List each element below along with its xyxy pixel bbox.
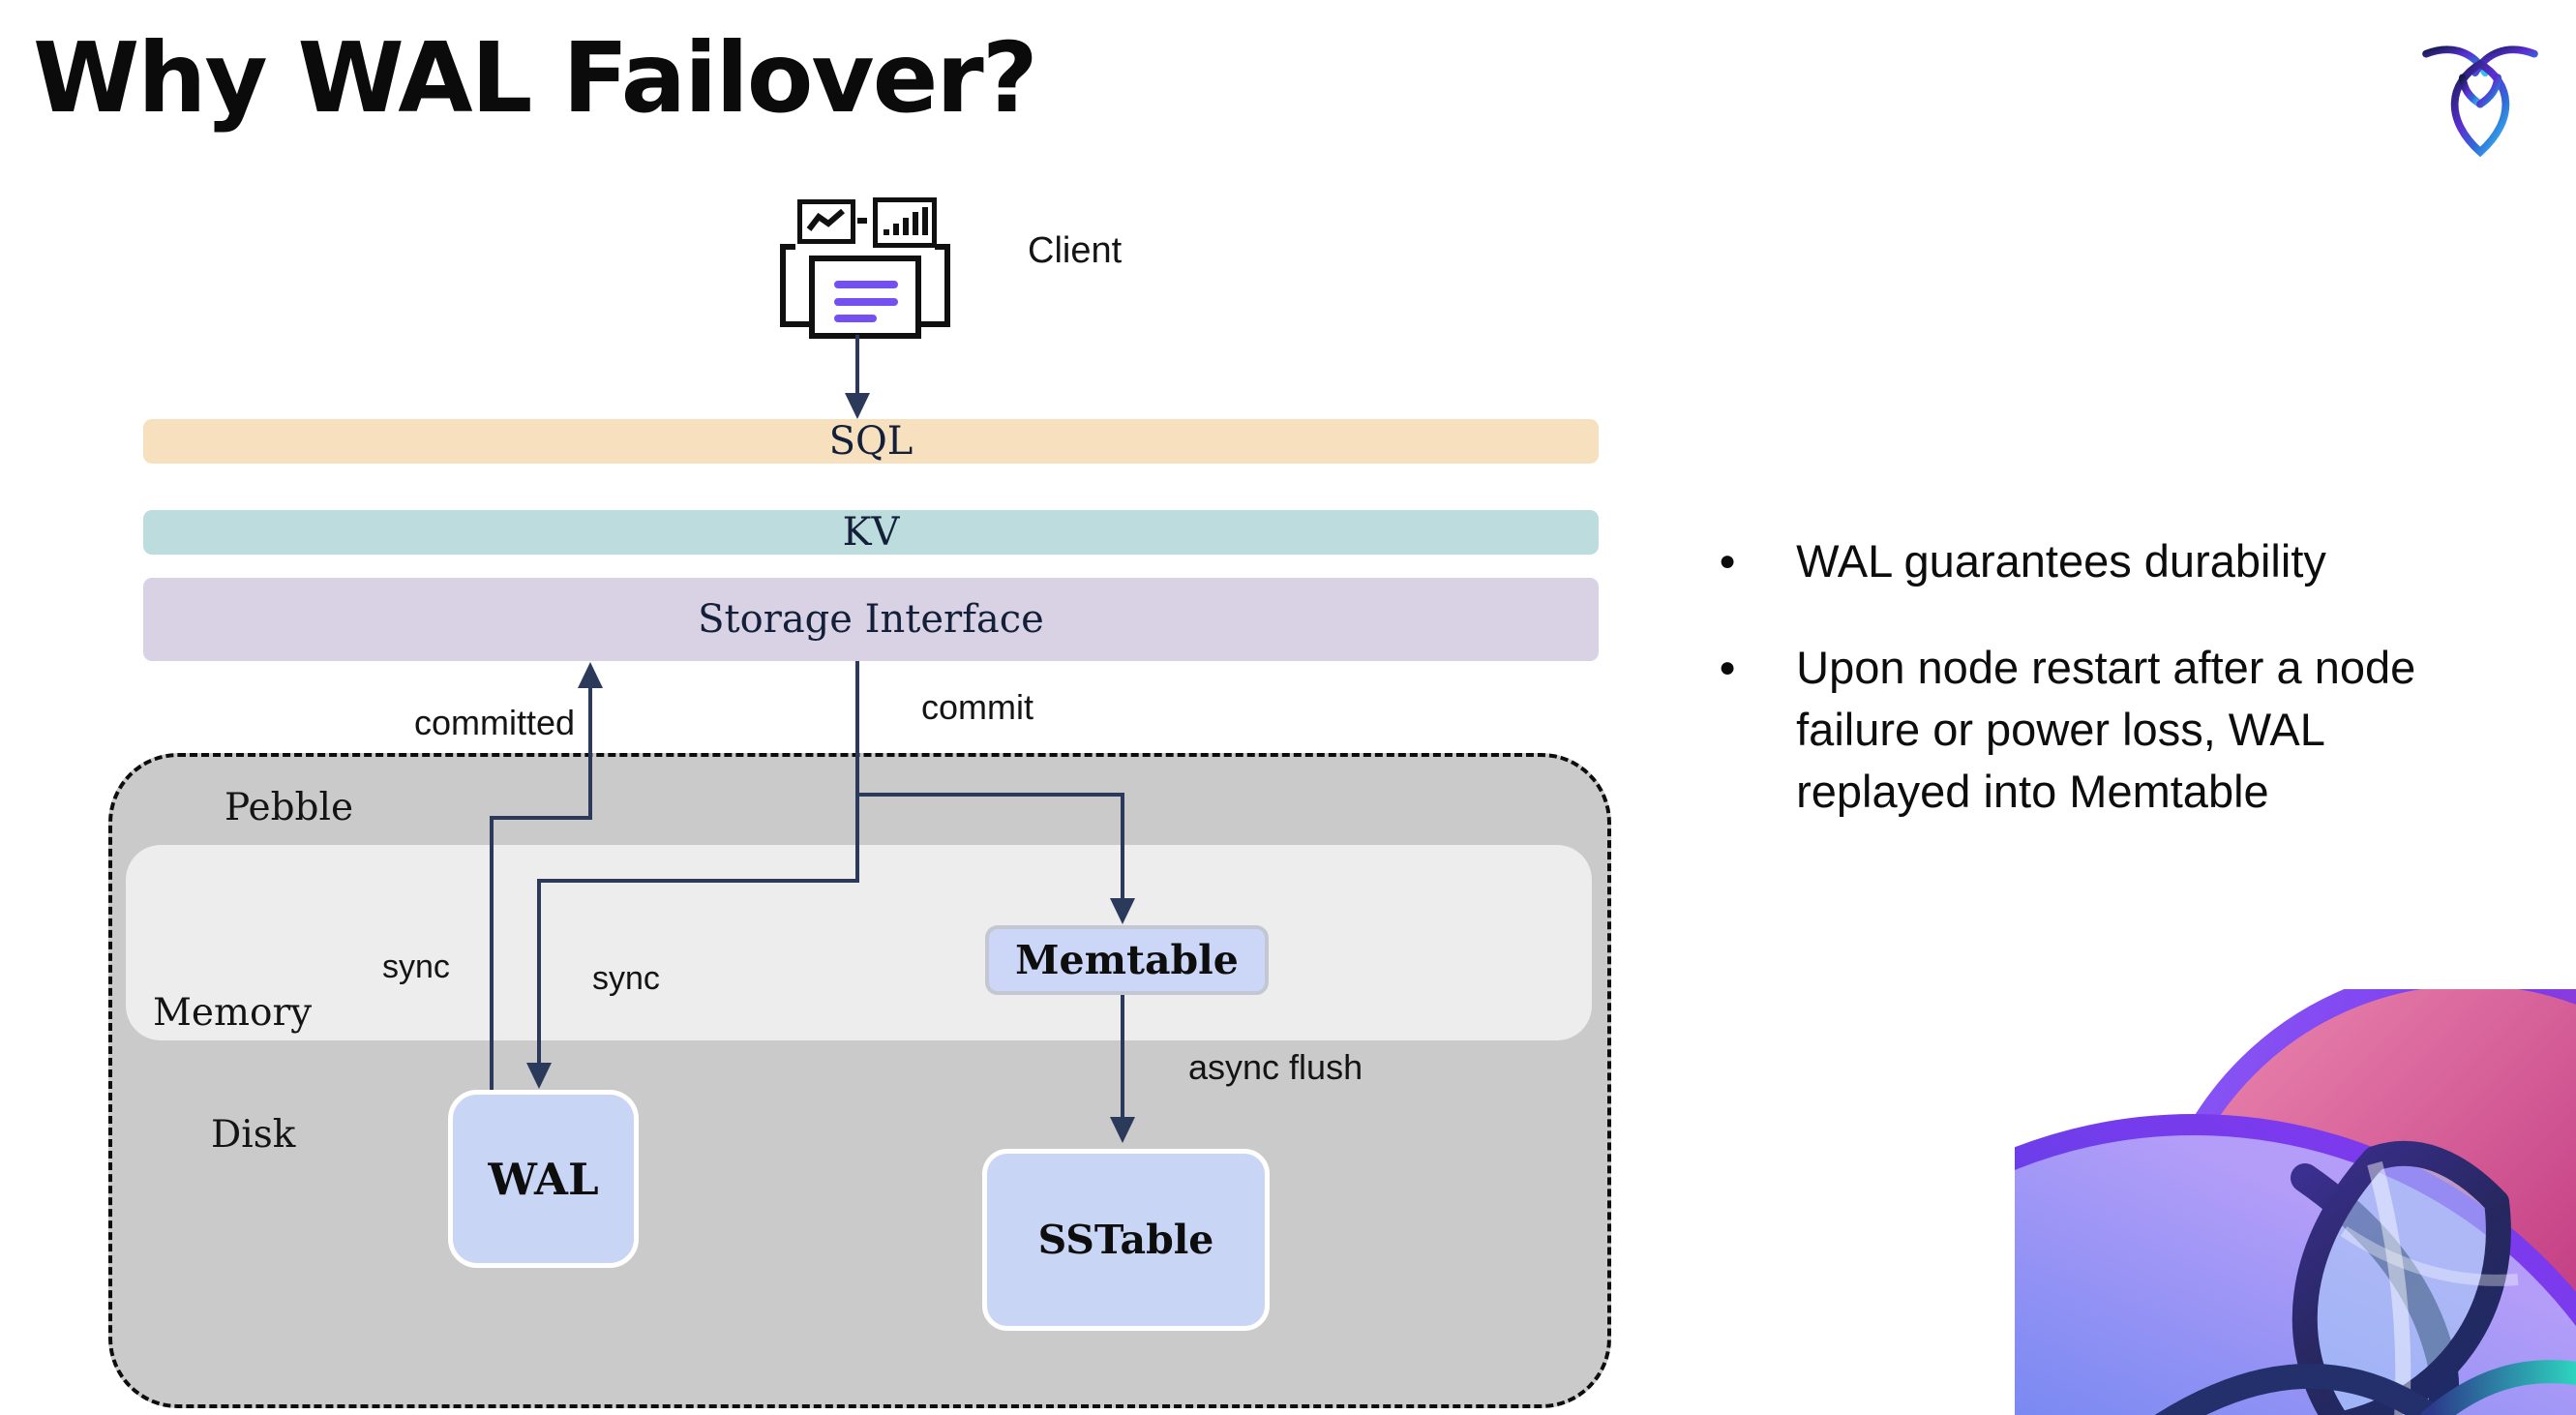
arrowhead-commit-memtable bbox=[1110, 898, 1135, 924]
node-sstable-label: SSTable bbox=[1037, 1217, 1214, 1263]
bracket-right-icon bbox=[919, 244, 950, 327]
edge-sync-right-label: sync bbox=[592, 960, 660, 997]
edge-commit-branch-h bbox=[857, 793, 1124, 797]
edge-committed-head-line bbox=[588, 687, 592, 820]
layer-sql-label: SQL bbox=[828, 419, 914, 464]
layer-storage-interface: Storage Interface bbox=[143, 578, 1599, 661]
edge-commit-main bbox=[855, 661, 859, 883]
arrowhead-client-sql bbox=[845, 393, 870, 419]
edge-client-sql bbox=[855, 335, 859, 399]
layer-kv-label: KV bbox=[842, 510, 900, 555]
edge-committed-tail bbox=[490, 816, 494, 1090]
bullet-dot: ● bbox=[1719, 651, 1737, 683]
edge-sync-v bbox=[537, 879, 541, 1065]
node-wal: WAL bbox=[448, 1090, 639, 1268]
node-memtable: Memtable bbox=[985, 925, 1269, 995]
arrowhead-sync-wal bbox=[526, 1063, 552, 1089]
pebble-label: Pebble bbox=[225, 786, 354, 829]
bullet-text: WAL guarantees durability bbox=[1796, 535, 2326, 587]
line-chart-icon bbox=[797, 199, 855, 244]
layer-storage-label: Storage Interface bbox=[698, 597, 1044, 642]
edge-commit-branch-v bbox=[1121, 793, 1124, 900]
node-wal-label: WAL bbox=[488, 1153, 599, 1205]
memory-label: Memory bbox=[153, 991, 313, 1035]
edge-flush bbox=[1121, 989, 1124, 1119]
node-sstable: SSTable bbox=[982, 1149, 1270, 1331]
client-label: Client bbox=[1028, 230, 1123, 271]
bullet-dot: ● bbox=[1719, 545, 1737, 577]
edge-committed-label: committed bbox=[414, 703, 576, 742]
list-item: ● Upon node restart after a node failure… bbox=[1719, 637, 2512, 823]
layer-sql: SQL bbox=[143, 419, 1599, 464]
arrowhead-committed bbox=[578, 662, 603, 688]
notes-list: ● WAL guarantees durability ● Upon node … bbox=[1719, 530, 2512, 867]
edge-sync-h bbox=[537, 879, 857, 883]
bracket-left-icon bbox=[780, 244, 811, 327]
bar-chart-icon bbox=[873, 197, 937, 248]
cockroachdb-logo-icon bbox=[2422, 45, 2538, 158]
bullet-text: Upon node restart after a node failure o… bbox=[1796, 642, 2416, 817]
node-memtable-label: Memtable bbox=[1015, 937, 1239, 983]
list-item: ● WAL guarantees durability bbox=[1719, 530, 2512, 592]
page-title: Why WAL Failover? bbox=[33, 21, 1038, 135]
icon-dash bbox=[857, 218, 867, 224]
client-document-icon bbox=[809, 256, 921, 339]
layer-kv: KV bbox=[143, 510, 1599, 555]
arrowhead-flush-sstable bbox=[1110, 1117, 1135, 1143]
edge-committed-step bbox=[490, 816, 592, 820]
edge-commit-label: commit bbox=[921, 687, 1033, 727]
edge-flush-label: async flush bbox=[1188, 1047, 1363, 1087]
disk-label: Disk bbox=[211, 1113, 296, 1157]
brand-artwork bbox=[2015, 989, 2576, 1415]
edge-sync-left-label: sync bbox=[382, 948, 450, 985]
